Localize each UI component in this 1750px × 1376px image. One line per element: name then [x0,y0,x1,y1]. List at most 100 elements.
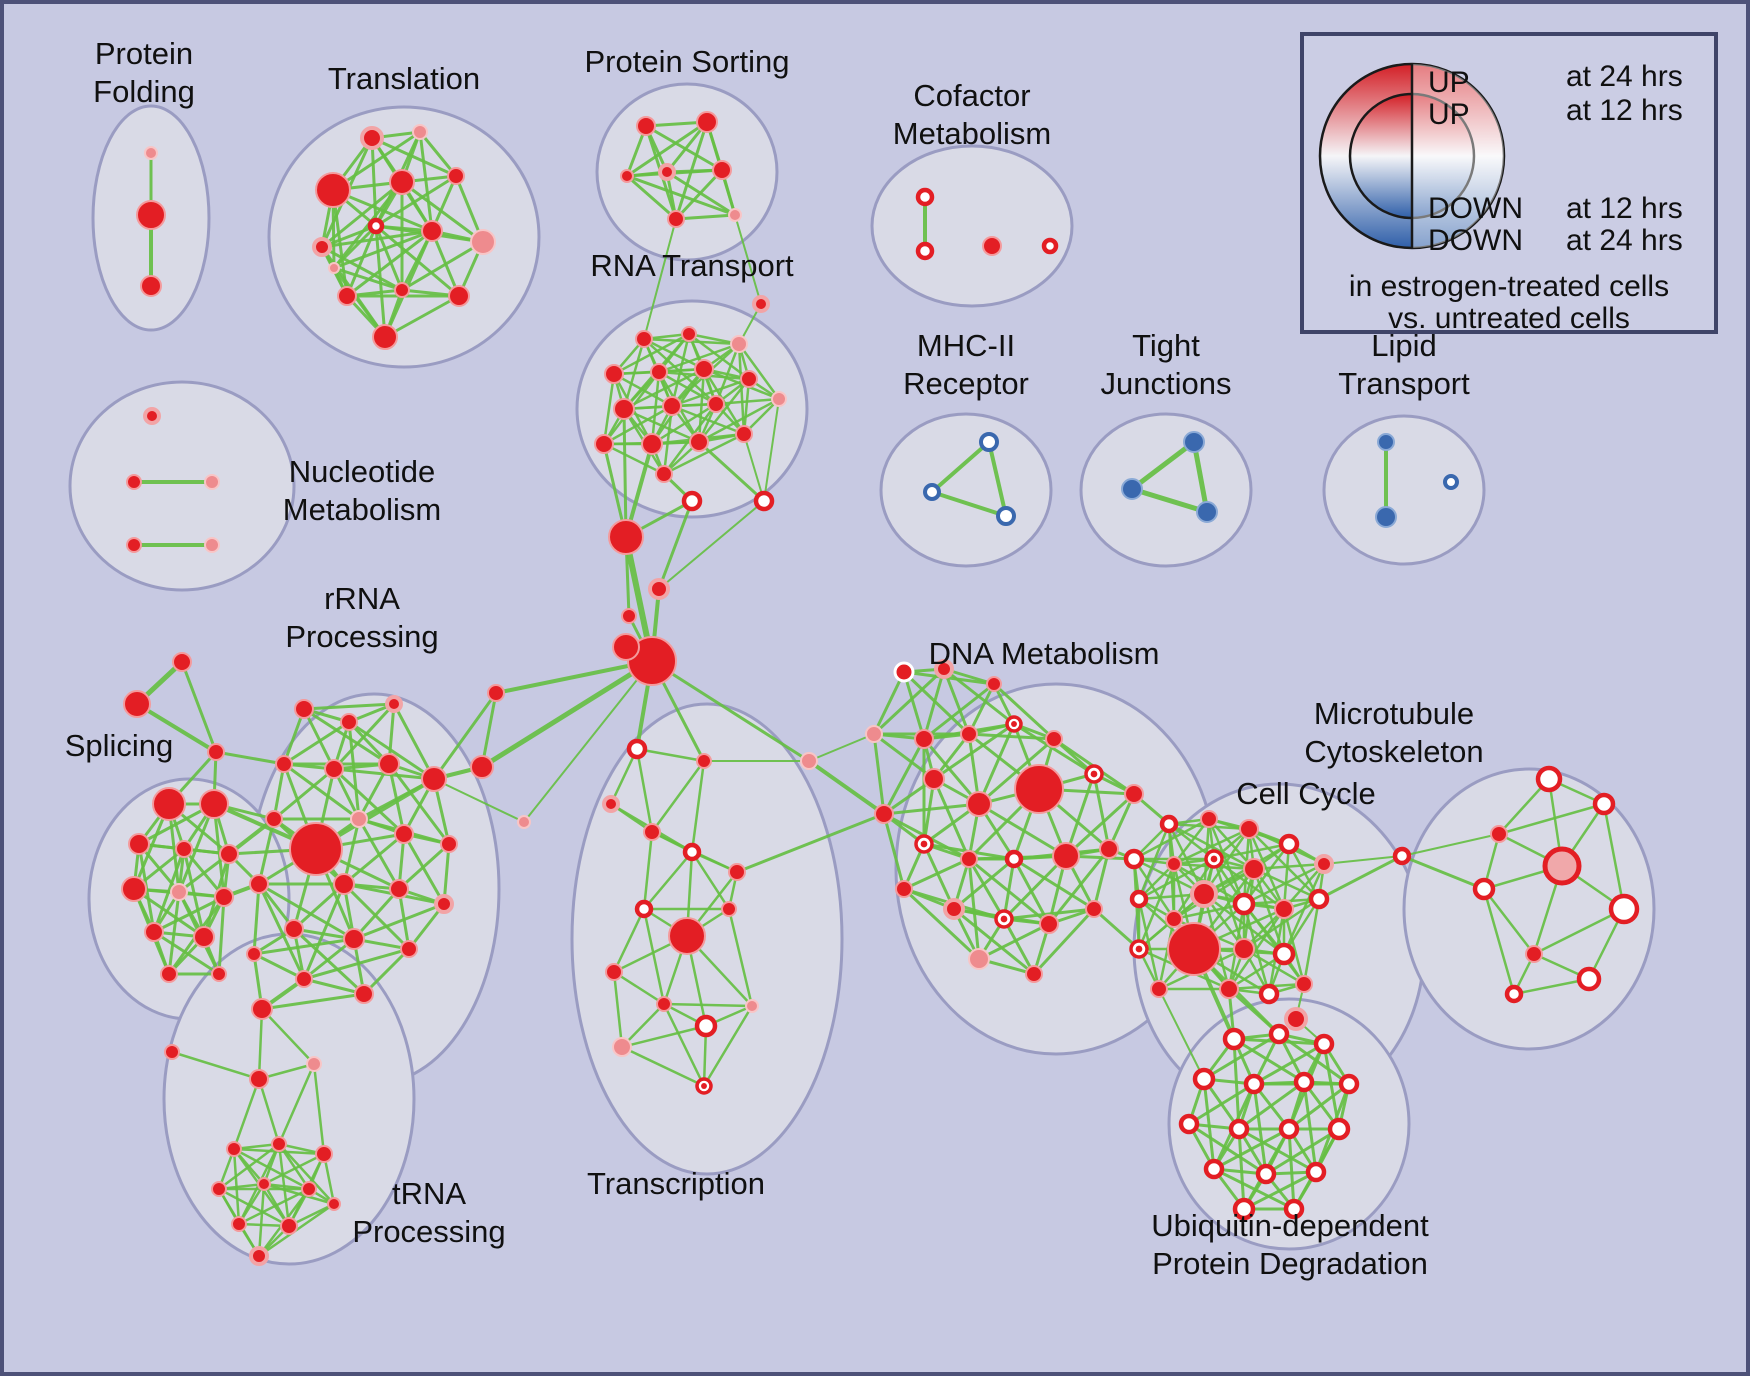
network-node [696,753,712,769]
network-node [960,850,978,868]
network-edge [257,882,306,981]
network-node [1200,810,1218,828]
network-edge [370,136,378,228]
network-node [440,835,458,853]
network-edge [132,887,206,939]
network-node [1167,922,1221,976]
network-node [1338,1073,1360,1095]
network-node [608,519,644,555]
network-node [400,940,418,958]
network-node [421,766,447,792]
network-node [394,824,414,844]
network-node [328,262,340,274]
network-edge [602,372,616,446]
network-edge [642,907,666,1006]
network-node [1121,478,1143,500]
cluster-label-microtubule-cytoskeleton: Microtubule [1314,696,1474,731]
network-edge [332,224,378,270]
network-node [204,537,220,553]
network-node [327,1197,341,1211]
cluster-cofactor-metabolism [870,144,1074,308]
network-node [1278,1118,1300,1140]
network-edge [352,887,401,941]
network-edge [180,660,218,754]
network-edge [1129,486,1210,515]
network-edge [1172,902,1246,921]
network-edge [302,702,396,711]
network-node [1443,474,1459,490]
network-edge [872,732,886,816]
cluster-label-microtubule-cytoskeleton: Cytoskeleton [1304,734,1483,769]
legend-down-12-dir: DOWN [1428,192,1523,225]
network-edge [872,670,906,736]
network-node [315,1145,333,1163]
network-edge [697,377,751,444]
network-edge [734,214,762,305]
network-node [648,578,670,600]
network-node [275,755,293,773]
network-edge [620,1002,666,1049]
network-edge [320,245,404,292]
network-edge [1242,897,1321,951]
network-node [934,659,954,679]
network-edge [932,722,1016,781]
network-edge [1187,1082,1256,1126]
network-edge [432,691,498,781]
network-node [140,275,162,297]
cluster-label-rna-transport: RNA Transport [590,248,794,283]
network-edge [977,737,1056,806]
legend-up-24-dir: UP [1428,66,1470,99]
network-node [175,840,193,858]
network-edge [1129,439,1197,492]
network-edge [602,404,674,446]
network-edge [1212,842,1291,861]
network-edge [257,1007,264,1081]
network-edge [1282,842,1291,911]
network-edge [690,850,731,911]
network-edge [397,842,451,891]
network-node [1525,945,1543,963]
network-node [1232,1197,1256,1221]
network-node-dot [1000,915,1008,923]
network-node [681,490,703,512]
network-edge [262,1152,326,1186]
network-edge [260,992,366,1011]
network-edge [402,832,446,906]
network-edge [302,977,366,996]
network-node [128,833,150,855]
network-node [667,210,685,228]
network-node [1308,888,1330,910]
network-node [1278,833,1300,855]
network-node [421,220,443,242]
network-node [1243,1073,1265,1095]
network-node-dot [1210,855,1218,863]
network-edge [662,1002,754,1008]
network-node [943,898,965,920]
network-node [271,1136,287,1152]
network-node [694,1014,718,1038]
network-edge [214,750,286,766]
network-edge [932,777,971,861]
network-node [694,359,714,379]
network-edge [1202,1077,1216,1171]
network-edge [625,120,709,178]
network-edge [1252,862,1326,871]
network-edge [232,1147,311,1191]
network-edge [1212,1127,1291,1171]
network-edge [620,1024,708,1049]
network-edge [1532,907,1626,956]
network-edge [808,733,875,762]
network-node [389,879,409,899]
network-edge [260,1007,316,1066]
network-edge [1212,1167,1296,1211]
network-edge [1232,1037,1306,1084]
network-node [350,810,368,828]
network-node [1192,1067,1216,1091]
network-node [1392,846,1412,866]
network-node [745,999,759,1013]
network-node [1284,1007,1308,1031]
network-node [385,695,403,713]
network-node [752,295,770,313]
network-node [1222,1027,1246,1051]
